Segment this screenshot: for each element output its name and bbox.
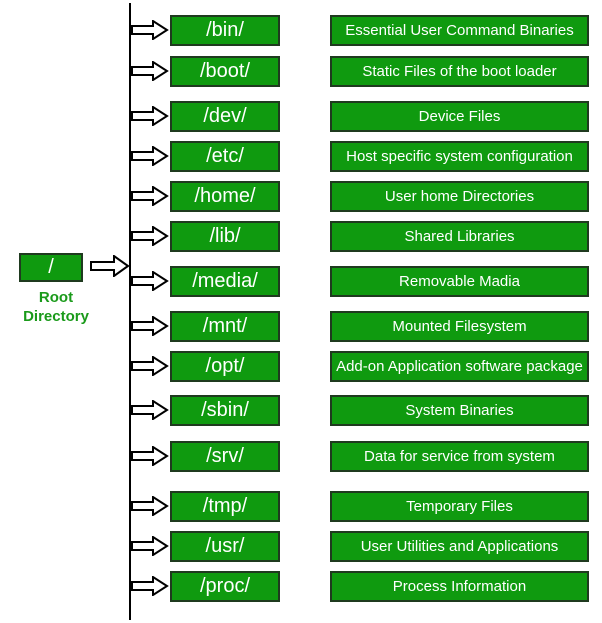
description-box: Process Information [330,571,589,602]
arrow-icon [131,20,169,40]
directory-box: /boot/ [170,56,280,87]
directory-name: /srv/ [206,445,244,467]
description-box: Device Files [330,101,589,132]
directory-box: /etc/ [170,141,280,172]
directory-name: /bin/ [206,19,244,41]
arrow-icon [131,446,169,466]
arrow-icon [131,316,169,336]
directory-box: /dev/ [170,101,280,132]
directory-description: Process Information [392,578,527,595]
description-box: System Binaries [330,395,589,426]
directory-description: Shared Libraries [404,228,515,245]
description-box: User Utilities and Applications [330,531,589,562]
description-box: Removable Madia [330,266,589,297]
root-caption-line1: Root [38,289,74,306]
arrow-icon [131,576,169,596]
root-arrow-icon [90,255,130,277]
directory-description: Temporary Files [406,498,513,515]
arrow-icon [131,106,169,126]
arrow-icon [131,186,169,206]
directory-box: /usr/ [170,531,280,562]
description-box: Mounted Filesystem [330,311,589,342]
directory-box: /bin/ [170,15,280,46]
directory-description: Data for service from system [364,448,555,465]
description-box: User home Directories [330,181,589,212]
arrow-icon [131,356,169,376]
arrow-icon [131,271,169,291]
directory-name: /dev/ [203,105,247,127]
root-caption-line2: Directory [23,308,89,325]
directory-name: /opt/ [205,355,245,377]
directory-description: Mounted Filesystem [392,318,527,335]
directory-description: User home Directories [384,188,535,205]
directory-box: /tmp/ [170,491,280,522]
directory-name: /sbin/ [201,399,249,421]
directory-box: /home/ [170,181,280,212]
description-box: Static Files of the boot loader [330,56,589,87]
tree-trunk-line [129,3,131,620]
directory-name: /usr/ [205,535,245,557]
directory-description: User Utilities and Applications [360,538,559,555]
directory-description: Removable Madia [399,273,520,290]
arrow-icon [131,61,169,81]
arrow-icon [131,146,169,166]
description-box: Data for service from system [330,441,589,472]
description-box: Shared Libraries [330,221,589,252]
root-caption: Root Directory [14,288,98,326]
directory-box: /srv/ [170,441,280,472]
directory-box: /sbin/ [170,395,280,426]
directory-box: /opt/ [170,351,280,382]
directory-box: /proc/ [170,571,280,602]
directory-name: /tmp/ [202,495,248,517]
description-box: Essential User Command Binaries [330,15,589,46]
directory-description: Add-on Application software package [336,358,583,375]
directory-name: /mnt/ [202,315,248,337]
arrow-icon [131,496,169,516]
description-box: Host specific system configuration [330,141,589,172]
directory-description: Host specific system configuration [346,148,573,165]
directory-box: /lib/ [170,221,280,252]
directory-box: /media/ [170,266,280,297]
directory-description: Device Files [418,108,501,125]
root-directory-box: / [19,253,83,282]
directory-name: /boot/ [199,60,251,82]
root-directory-label: / [48,256,54,278]
arrow-icon [131,226,169,246]
directory-name: /proc/ [199,575,251,597]
directory-name: /lib/ [209,225,241,247]
directory-name: /media/ [192,270,258,292]
arrow-icon [131,400,169,420]
directory-box: /mnt/ [170,311,280,342]
directory-name: /home/ [194,185,256,207]
directory-description: System Binaries [405,402,514,419]
arrow-icon [131,536,169,556]
directory-description: Static Files of the boot loader [362,63,557,80]
directory-name: /etc/ [206,145,244,167]
description-box: Add-on Application software package [330,351,589,382]
description-box: Temporary Files [330,491,589,522]
directory-description: Essential User Command Binaries [345,22,574,39]
